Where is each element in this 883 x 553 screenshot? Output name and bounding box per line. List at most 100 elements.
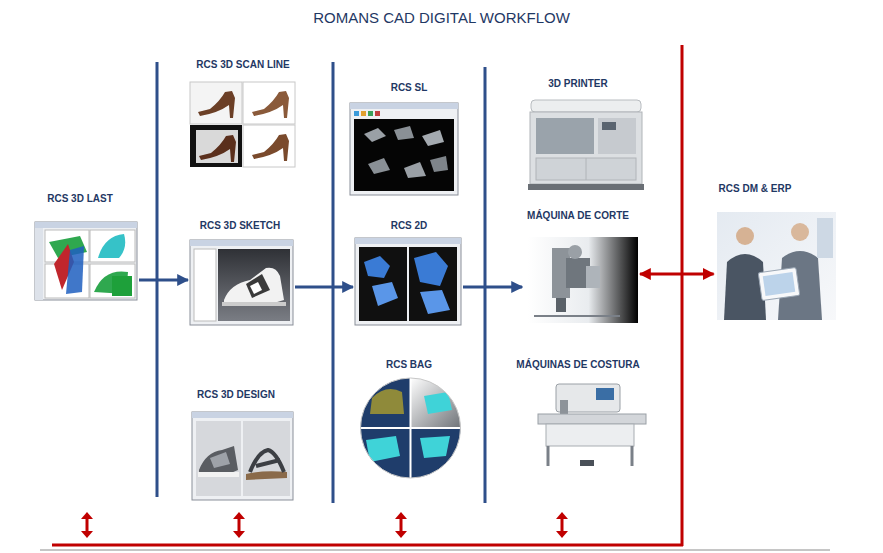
last-screenshot-part — [90, 230, 135, 262]
printer-picture — [528, 100, 644, 190]
office-photo-part — [724, 254, 766, 320]
data-bus-part — [52, 544, 683, 547]
sewing-picture-part — [596, 388, 614, 400]
bus-arrows-part — [81, 531, 93, 538]
scan-photos-part — [243, 125, 295, 167]
printer-picture-part — [530, 112, 642, 184]
printer-picture-part — [536, 118, 594, 154]
printer-picture-part — [602, 122, 616, 130]
tool-panel: RCS 3D DESIGN — [192, 389, 293, 500]
scan-photos-part — [196, 130, 238, 163]
sketch-screenshot-part — [190, 240, 293, 325]
sketch-screenshot-part — [250, 282, 262, 294]
sketch-screenshot-part — [190, 240, 293, 246]
bag-screenshot-part — [420, 436, 450, 458]
office-photo-part — [791, 223, 809, 241]
sketch-screenshot-part — [246, 274, 270, 298]
sketch-screenshot — [190, 240, 293, 325]
printer-picture-part — [586, 158, 587, 180]
office-photo-part — [758, 267, 800, 300]
sl-screenshot-part — [394, 126, 414, 140]
tool-label: MÁQUINAS DE COSTURA — [516, 359, 639, 371]
printer-picture-part — [531, 100, 641, 112]
bus-arrows-part — [400, 518, 403, 532]
last-screenshot-part — [35, 222, 137, 300]
design-screenshot-part — [243, 421, 290, 496]
design-screenshot — [192, 412, 293, 500]
design-screenshot-part — [246, 471, 287, 480]
office-photo-part — [817, 218, 833, 258]
sewing-picture-part — [560, 400, 568, 414]
tool-label: RCS 2D — [391, 220, 428, 232]
2d-screenshot-part — [355, 238, 461, 325]
last-screenshot-part — [112, 276, 132, 296]
sewing-picture — [538, 384, 646, 466]
sketch-screenshot-part — [194, 249, 216, 321]
flow-arrow — [640, 273, 714, 276]
cutter-picture-part — [528, 237, 638, 323]
flow-arrow — [139, 279, 188, 282]
last-screenshot-part — [98, 234, 125, 258]
office-photo-part — [717, 212, 836, 320]
printer-picture-part — [528, 184, 644, 190]
tool-panel: 3D PRINTER — [525, 78, 645, 190]
bus-arrows-part — [86, 518, 89, 532]
last-screenshot-part — [35, 222, 137, 228]
tool-label: RCS 3D SKETCH — [200, 220, 281, 232]
2d-screenshot-part — [355, 238, 461, 244]
tool-label: RCS 3D SCAN LINE — [196, 59, 289, 71]
printer-picture-part — [536, 158, 636, 180]
sketch-screenshot-part — [218, 249, 290, 321]
design-screenshot-part — [198, 472, 239, 477]
tool-label: RCS BAG — [386, 359, 432, 371]
tool-label: RCS SL — [391, 82, 428, 94]
flow-arrow — [463, 286, 522, 289]
tool-panel: RCS DM & ERP — [716, 183, 836, 320]
2d-screenshot-part — [420, 290, 450, 314]
office-photo-part — [763, 272, 795, 296]
data-bus-part — [40, 550, 830, 551]
sketch-screenshot-part — [224, 268, 284, 306]
sl-screenshot-part — [354, 119, 454, 191]
sl-screenshot-part — [364, 128, 386, 142]
sewing-picture-part — [546, 424, 634, 446]
sl-screenshot-part — [430, 156, 448, 172]
sl-screenshot-part — [368, 111, 373, 116]
office-photo — [717, 212, 836, 320]
column-dividers-part — [484, 67, 487, 503]
tool-panel: RCS 3D SCAN LINE — [190, 59, 295, 167]
sewing-picture-part — [547, 446, 550, 466]
last-screenshot-part — [35, 228, 43, 300]
sketch-screenshot-part — [222, 302, 286, 306]
sl-screenshot-part — [350, 103, 458, 109]
cutter-picture-part — [556, 298, 566, 312]
sl-screenshot — [350, 103, 458, 195]
scan-photos — [190, 82, 295, 167]
column-dividers-part — [332, 62, 335, 503]
bus-arrows-part — [561, 518, 564, 532]
last-screenshot-part — [90, 264, 135, 298]
bus-arrows-part — [233, 512, 245, 519]
cutter-picture-part — [568, 245, 582, 259]
column-dividers — [157, 62, 485, 503]
bus-arrows-part — [395, 531, 407, 538]
bus-arrows-part — [238, 518, 241, 532]
2d-screenshot-part — [409, 247, 457, 321]
cutter-picture-part — [534, 315, 620, 317]
design-screenshot-part — [192, 412, 293, 418]
bus-arrows-part — [395, 512, 407, 519]
cutter-picture — [528, 237, 638, 323]
flow-arrow — [295, 286, 353, 289]
2d-screenshot-part — [372, 282, 398, 306]
sl-screenshot-part — [354, 111, 359, 116]
office-photo-part — [736, 227, 754, 245]
sewing-picture-part — [538, 414, 646, 424]
cutter-picture-part — [586, 266, 600, 288]
data-bus — [40, 45, 830, 550]
scan-photos-part — [198, 91, 235, 118]
bus-arrows — [81, 512, 568, 538]
tool-label: RCS DM & ERP — [719, 183, 792, 195]
tool-label: RCS 3D LAST — [47, 193, 113, 205]
